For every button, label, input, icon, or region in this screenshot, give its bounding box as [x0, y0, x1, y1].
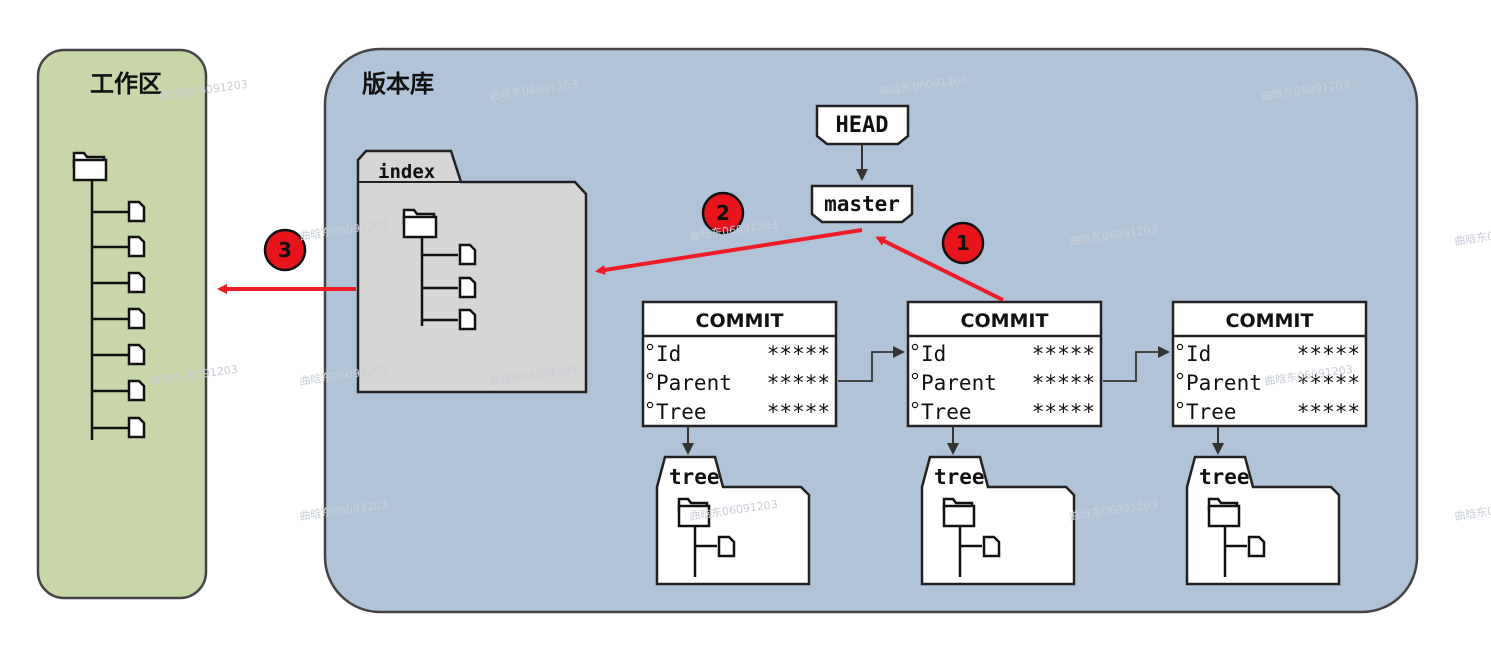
workspace-panel: 工作区 [36, 48, 208, 600]
file-icon [1247, 535, 1266, 558]
commit-field-value: ***** [1032, 371, 1095, 395]
field-bullet-icon [646, 343, 654, 351]
tree-folder: tree [655, 455, 811, 586]
commit-field-value: ***** [767, 371, 830, 395]
folder-icon [677, 497, 711, 528]
workspace-title: 工作区 [90, 70, 162, 98]
field-bullet-icon [911, 401, 919, 409]
commit-field-value: ***** [767, 342, 830, 366]
file-icon [127, 416, 146, 439]
file-icon [127, 379, 146, 402]
step-2-arrow [595, 228, 863, 275]
commit-field-name: Id [656, 342, 681, 366]
svg-text:3: 3 [278, 238, 292, 262]
parent-link-2 [1103, 346, 1170, 382]
field-bullet-icon [911, 343, 919, 351]
commit-field-value: ***** [767, 400, 830, 424]
index-folder: index [356, 149, 588, 394]
repository-panel: 版本库 [323, 47, 1419, 614]
folder-icon [1207, 497, 1241, 528]
watermark-text: 曲晗东06091203 [1453, 222, 1491, 248]
file-icon [127, 235, 146, 258]
commit-field-name: Parent [1186, 371, 1262, 395]
step-badge-1: 1 [941, 221, 985, 265]
commit-field-value: ***** [1297, 371, 1360, 395]
commit-field-name: Id [921, 342, 946, 366]
commit-box: COMMIT Id ***** Parent ***** Tree ***** [1171, 300, 1368, 428]
field-bullet-icon [1176, 372, 1184, 380]
file-icon [458, 243, 477, 266]
parent-link-1 [838, 346, 905, 382]
master-label: master [824, 192, 900, 216]
file-icon [458, 308, 477, 331]
field-bullet-icon [1176, 343, 1184, 351]
field-bullet-icon [646, 401, 654, 409]
commit-field-value: ***** [1032, 400, 1095, 424]
commit-box: COMMIT Id ***** Parent ***** Tree ***** [641, 300, 838, 428]
master-branch-ref: master [810, 184, 914, 224]
file-icon [127, 271, 146, 294]
field-bullet-icon [1176, 401, 1184, 409]
step-1-arrow [875, 236, 1004, 302]
file-icon [127, 343, 146, 366]
commit-title: COMMIT [696, 310, 784, 332]
head-ref: HEAD [815, 104, 910, 146]
file-icon [127, 200, 146, 223]
folder-icon [942, 497, 976, 528]
commit-field-name: Parent [656, 371, 732, 395]
svg-text:1: 1 [956, 231, 970, 255]
field-bullet-icon [646, 372, 654, 380]
folder-icon [402, 208, 438, 239]
commit-field-value: ***** [1297, 342, 1360, 366]
file-icon [982, 535, 1001, 558]
tree-label: tree [669, 465, 720, 489]
tree-folder: tree [1185, 455, 1341, 586]
file-icon [458, 276, 477, 299]
index-label: index [378, 161, 435, 183]
step-badge-3: 3 [263, 228, 307, 272]
repository-title: 版本库 [362, 70, 434, 98]
field-bullet-icon [911, 372, 919, 380]
file-icon [127, 307, 146, 330]
commit-field-value: ***** [1297, 400, 1360, 424]
commit-title: COMMIT [1226, 310, 1314, 332]
step-badge-2: 2 [701, 191, 745, 235]
commit-field-name: Tree [1186, 400, 1237, 424]
tree-label: tree [934, 465, 985, 489]
tree-folder: tree [920, 455, 1076, 586]
folder-icon [72, 151, 108, 182]
commit-field-name: Tree [921, 400, 972, 424]
tree-label: tree [1199, 465, 1250, 489]
commit-field-name: Id [1186, 342, 1211, 366]
svg-text:2: 2 [716, 201, 730, 225]
commit-field-name: Tree [656, 400, 707, 424]
file-icon [717, 535, 736, 558]
head-label: HEAD [836, 113, 889, 138]
commit-box: COMMIT Id ***** Parent ***** Tree ***** [906, 300, 1103, 428]
commit-title: COMMIT [961, 310, 1049, 332]
watermark-text: 曲晗东06091203 [1453, 497, 1491, 523]
commit-field-value: ***** [1032, 342, 1095, 366]
commit-field-name: Parent [921, 371, 997, 395]
